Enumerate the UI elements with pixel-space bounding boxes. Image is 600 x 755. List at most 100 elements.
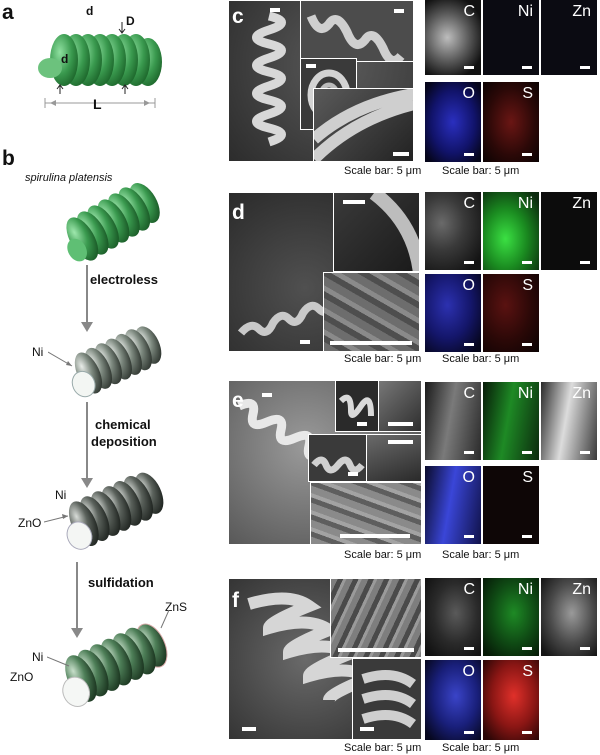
panel-label-e: e: [232, 389, 244, 412]
element-label-c-S: S: [522, 85, 533, 102]
element-label-d-Zn: Zn: [572, 195, 591, 212]
process-arrowhead-1: [81, 322, 93, 332]
scale-bar-e-top-right: [388, 422, 413, 426]
sem-image-f-bottom: [352, 658, 422, 740]
eds-map-f-S: S: [483, 660, 539, 740]
diameter-label-top: d: [86, 4, 94, 18]
diameter-label-inner: d: [61, 52, 69, 66]
panel-label-c: c: [232, 5, 244, 28]
scale-bar-f-main: [242, 727, 256, 731]
scale-bar-f-top: [338, 648, 414, 652]
scale-bar-e-main: [262, 393, 272, 397]
eds-map-c-S: S: [483, 82, 539, 162]
sem-image-c-zoom: [313, 88, 414, 162]
ni-layer-label-2: Ni: [55, 488, 67, 502]
pitch-diameter-label: D: [126, 14, 135, 28]
scale-bar-f-bottom: [360, 727, 374, 731]
scale-caption-c-eds: Scale bar: 5 μm: [442, 165, 520, 177]
ni-pointer-3: [47, 656, 70, 667]
scale-bar-c-top: [394, 9, 404, 13]
eds-map-f-Ni: Ni: [483, 578, 539, 656]
sem-coil-d-top: [369, 193, 419, 271]
spirulina-dimension-diagram: [38, 22, 162, 108]
zns-layer-label-3: ZnS: [165, 600, 188, 614]
element-label-f-O: O: [462, 663, 475, 680]
scale-caption-f-eds: Scale bar: 5 μm: [442, 742, 520, 754]
scale-bar-c-main: [270, 8, 280, 12]
element-label-e-O: O: [462, 469, 475, 486]
element-label-e-C: C: [463, 385, 475, 402]
eds-map-e-C: C: [425, 382, 481, 460]
sem-image-d-zoom: [323, 272, 420, 352]
step-deposition: deposition: [91, 434, 157, 449]
zns-pointer-3: [160, 610, 170, 629]
panel-label-f: f: [232, 589, 239, 612]
eds-map-c-C: C: [425, 0, 481, 75]
zno-layer-label-3: ZnO: [10, 670, 34, 684]
sem-image-d-top: [333, 192, 420, 272]
process-arrow-2: [86, 402, 88, 482]
scale-caption-e-sem: Scale bar: 5 μm: [344, 549, 422, 561]
element-label-f-Zn: Zn: [572, 581, 591, 598]
zno-coated-spirulina-illustration: [66, 472, 164, 550]
species-label: spirulina platensis: [25, 172, 113, 184]
element-label-f-Ni: Ni: [517, 581, 533, 598]
element-label-d-O: O: [462, 277, 475, 294]
zno-pointer-2: [44, 514, 69, 523]
sem-coil-c-top: [306, 14, 405, 61]
scale-bar-e-mid-left: [348, 472, 358, 476]
sem-coil-c-zoom: [314, 89, 413, 161]
eds-map-d-O: O: [425, 274, 481, 352]
eds-map-d-Ni: Ni: [483, 192, 539, 270]
scale-bar-d-top: [343, 200, 365, 204]
scale-bar-e-zoom: [340, 534, 410, 538]
scale-caption-e-eds: Scale bar: 5 μm: [442, 549, 520, 561]
panel-label-a: a: [2, 1, 14, 24]
length-label: L: [93, 96, 102, 112]
eds-map-d-S: S: [483, 274, 539, 352]
scale-caption-f-sem: Scale bar: 5 μm: [344, 742, 422, 754]
step-chemical: chemical: [95, 417, 151, 432]
sem-coil-f-bottom: [361, 670, 416, 729]
scale-bar-e-top-left: [357, 422, 367, 426]
element-label-f-C: C: [463, 581, 475, 598]
ni-layer-label-3: Ni: [32, 650, 44, 664]
eds-map-c-Ni: Ni: [483, 0, 539, 75]
zno-layer-label-2: ZnO: [18, 516, 42, 530]
ni-pointer-1: [48, 351, 73, 367]
sem-coil-c-main: [252, 11, 286, 147]
scale-caption-d-sem: Scale bar: 5 μm: [344, 353, 422, 365]
scale-bar-d-main: [300, 340, 310, 344]
element-label-d-S: S: [522, 277, 533, 294]
scale-caption-c-sem: Scale bar: 5 μm: [344, 165, 422, 177]
sem-coil-e-top-left: [338, 394, 374, 418]
element-label-e-Zn: Zn: [572, 385, 591, 402]
eds-map-c-O: O: [425, 82, 481, 162]
zns-coated-spirulina-illustration: [62, 623, 168, 707]
eds-map-f-Zn: Zn: [541, 578, 597, 656]
eds-map-e-Ni: Ni: [483, 382, 539, 460]
scale-bar-c-inset: [306, 64, 316, 68]
sem-image-e-mid-left: [308, 434, 368, 482]
scale-bar-d-zoom: [330, 341, 412, 345]
process-arrow-3: [76, 562, 78, 632]
panel-label-b: b: [2, 147, 15, 170]
element-label-c-O: O: [462, 85, 475, 102]
eds-map-e-S: S: [483, 466, 539, 544]
step-sulfidation: sulfidation: [88, 575, 154, 590]
sem-image-f-top: [330, 578, 422, 658]
eds-map-f-C: C: [425, 578, 481, 656]
eds-map-f-O: O: [425, 660, 481, 740]
panel-label-d: d: [232, 201, 245, 224]
eds-map-d-C: C: [425, 192, 481, 270]
eds-map-c-Zn: Zn: [541, 0, 597, 75]
element-label-c-Zn: Zn: [572, 3, 591, 20]
scale-bar-c-zoom: [393, 152, 409, 156]
eds-map-d-Zn: Zn: [541, 192, 597, 270]
element-label-e-S: S: [522, 469, 533, 486]
scale-caption-d-eds: Scale bar: 5 μm: [442, 353, 520, 365]
green-spirulina-illustration: [66, 183, 160, 262]
scale-bar-e-mid-right: [388, 440, 413, 444]
element-label-d-Ni: Ni: [517, 195, 533, 212]
eds-map-e-Zn: Zn: [541, 382, 597, 460]
